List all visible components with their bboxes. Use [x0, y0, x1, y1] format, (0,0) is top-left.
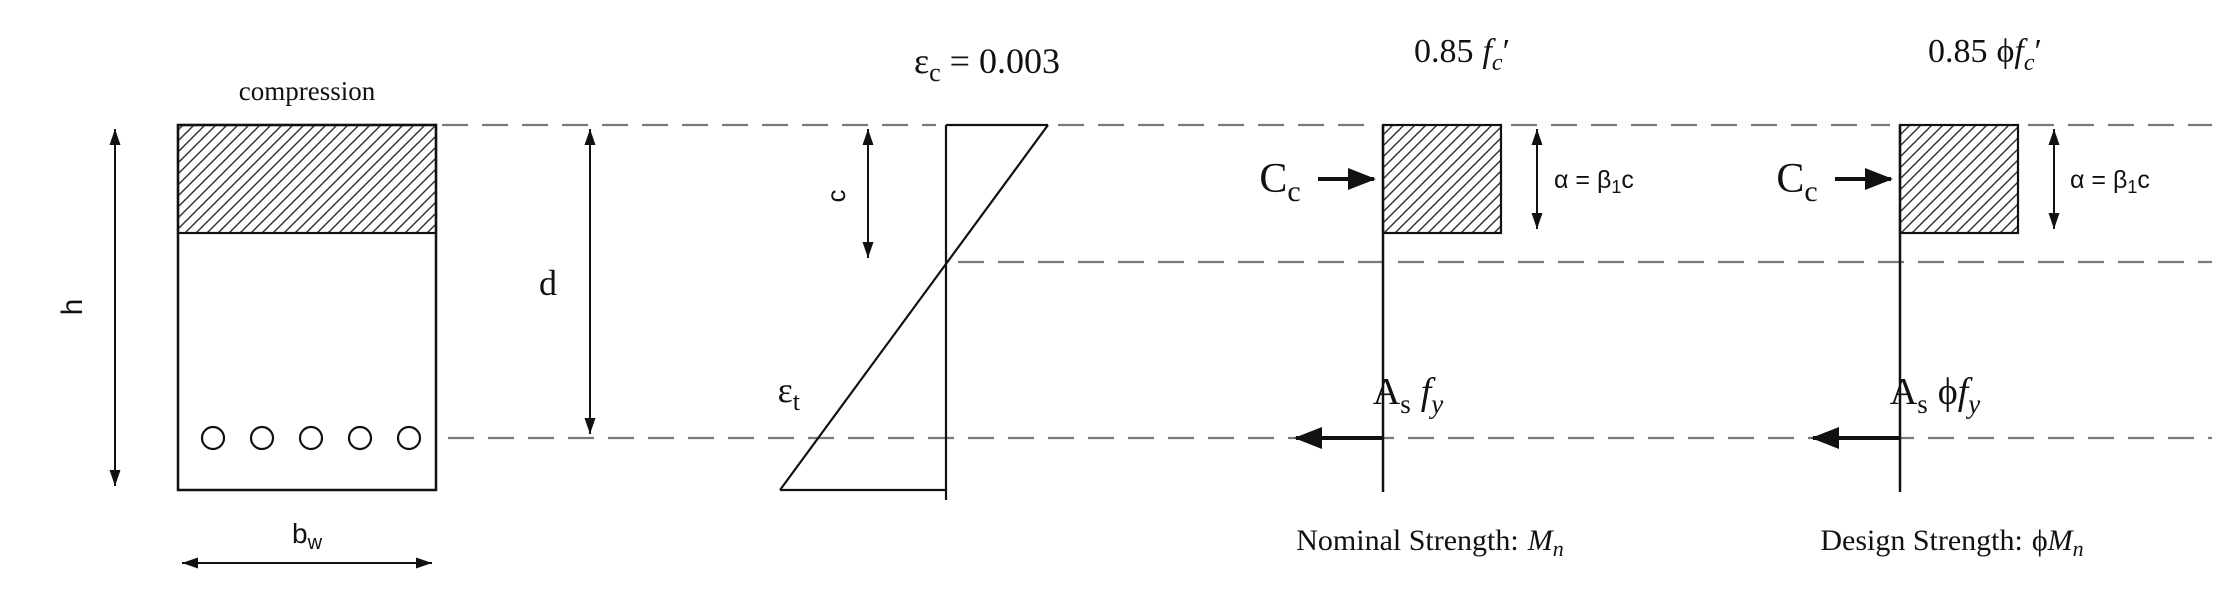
rebar-circle [249, 425, 275, 451]
rebar-circle [396, 425, 422, 451]
nominal-caption: Nominal Strength:Mn [1296, 524, 1563, 561]
beam-cross-section: compression h bw [56, 76, 438, 569]
bottom-strain-label: εt [778, 370, 801, 416]
nominal-compression-force-label: Cc [1259, 156, 1300, 208]
effective-depth-label: d [539, 263, 557, 303]
compression-zone-hatched [176, 123, 438, 235]
rebar-circle [298, 425, 324, 451]
rebar-row [200, 425, 422, 451]
width-label: bw [292, 518, 323, 554]
design-stress-block [1898, 123, 2020, 235]
design-compression-force-label: Cc [1776, 156, 1817, 208]
design-caption: Design Strength:ϕMn [1820, 524, 2083, 561]
rebar-circle [200, 425, 226, 451]
strain-profile-diagonal [779, 124, 1049, 491]
nominal-block-depth-label: α = β1c [1554, 166, 1634, 197]
height-label: h [56, 299, 89, 316]
compression-label: compression [239, 76, 376, 106]
design-block-depth-label: α = β1c [2070, 166, 2150, 197]
strain-diagram: c d εc= 0.003 εt [539, 41, 1060, 500]
top-strain-label: εc= 0.003 [914, 41, 1060, 87]
neutral-axis-depth-label: c [821, 190, 851, 203]
nominal-stress-block [1381, 123, 1503, 235]
rebar-circle [347, 425, 373, 451]
